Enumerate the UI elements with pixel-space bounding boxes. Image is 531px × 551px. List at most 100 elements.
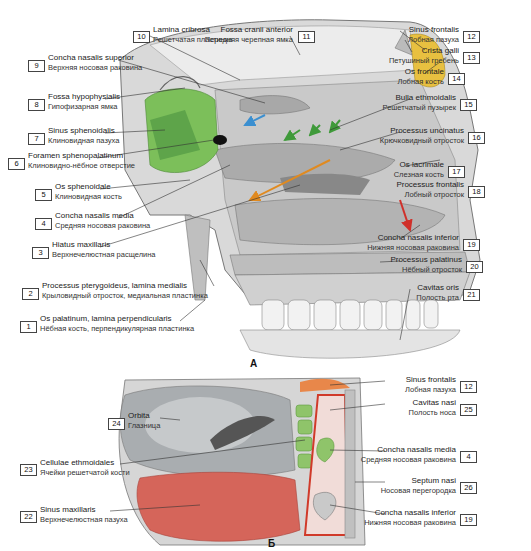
- latin-name: Fossa hypophysialis: [48, 92, 120, 102]
- callout-number: 19: [463, 239, 480, 251]
- leader-line: [118, 165, 230, 218]
- tooth: [364, 300, 382, 330]
- russian-name: Нижняя носовая раковина: [364, 518, 456, 528]
- callout-number: 19: [460, 514, 477, 526]
- russian-name: Лобный отросток: [404, 190, 464, 200]
- red-arrow: [400, 200, 410, 230]
- russian-name: Лобная пазуха: [405, 385, 456, 395]
- russian-name: Верхнечелюстная расщелина: [52, 250, 156, 260]
- latin-name: Processus palatinus: [390, 255, 462, 265]
- russian-name: Верхнечелюстная пазуха: [40, 515, 128, 525]
- latin-name: Concha nasalis media: [55, 211, 134, 221]
- latin-name: Bulla ethmoidalis: [396, 93, 456, 103]
- callout-number: 26: [460, 482, 477, 494]
- callout-number: 17: [448, 166, 465, 178]
- latin-name: Processus uncinatus: [390, 126, 464, 136]
- leader-line: [110, 505, 200, 511]
- green-arrow: [285, 130, 300, 140]
- tooth: [424, 300, 438, 328]
- callout-number: 15: [460, 99, 477, 111]
- airflow-arrows: [245, 115, 410, 230]
- russian-name: Клиновидная кость: [55, 192, 122, 202]
- blue-arrow: [245, 115, 265, 125]
- callout-number: 7: [28, 133, 45, 145]
- latin-name: Sinus frontalis: [409, 25, 459, 35]
- callout-number: 4: [460, 451, 477, 463]
- latin-name: Os lacrimale: [400, 160, 444, 170]
- latin-name: Septum nasi: [412, 476, 456, 486]
- latin-name: Orbita: [128, 411, 150, 421]
- callout-number: 5: [35, 189, 52, 201]
- russian-name: Клиновидная пазуха: [48, 136, 119, 146]
- latin-name: Crista galli: [422, 46, 459, 56]
- leader-line: [200, 260, 214, 286]
- orange-arrow: [250, 160, 330, 200]
- russian-name: Передняя черепная ямка: [205, 35, 293, 45]
- russian-name: Петушиный гребень: [389, 56, 459, 66]
- maxillary-sinus: [137, 472, 300, 541]
- panel-letter: А: [250, 358, 257, 370]
- cranial-fossa: [150, 26, 415, 85]
- callout-number: 13: [463, 52, 480, 64]
- russian-name: Носовая перегородка: [381, 486, 456, 496]
- latin-name: Hiatus maxillaris: [52, 240, 110, 250]
- sphenopalatine-foramen: [213, 135, 227, 145]
- palate: [230, 252, 470, 275]
- russian-name: Полость рта: [416, 293, 459, 303]
- latin-name: Concha nasalis inferior: [378, 233, 459, 243]
- orbit: [120, 386, 295, 477]
- callout-number: 8: [28, 99, 45, 111]
- russian-name: Слезная кость: [394, 170, 444, 180]
- russian-name: Крыловидный отросток, медиальная пластин…: [42, 291, 208, 301]
- callout-number: 1: [20, 321, 37, 333]
- ethmoid-cells: [296, 405, 312, 468]
- tooth: [406, 300, 420, 330]
- callout-number: 9: [28, 60, 45, 72]
- panel-letter: Б: [268, 538, 275, 550]
- frontal-sinus-section: [300, 379, 350, 392]
- russian-name: Ячейки решетчатой кости: [40, 468, 130, 478]
- leader-line: [120, 440, 305, 464]
- leader-line: [330, 450, 385, 451]
- green-arrow: [330, 120, 340, 132]
- latin-name: Os frontale: [405, 67, 444, 77]
- callout-number: 24: [108, 418, 125, 430]
- hypophyseal-fossa: [160, 77, 200, 90]
- latin-name: Sinus frontalis: [406, 375, 456, 385]
- latin-name: Concha nasalis media: [377, 445, 456, 455]
- russian-name: Верхняя носовая раковина: [48, 63, 142, 73]
- nasal-wall: [215, 80, 460, 255]
- callout-number: 11: [298, 31, 315, 43]
- tooth: [262, 300, 284, 330]
- tooth: [386, 300, 402, 330]
- pterygoid-plate: [185, 215, 210, 300]
- leader-line: [180, 300, 205, 321]
- section-bone: [119, 378, 365, 545]
- russian-name: Клиновидно-нёбное отверстие: [28, 161, 135, 171]
- nasal-septum: [345, 390, 355, 538]
- leader-line: [100, 180, 190, 189]
- latin-name: Sinus maxillaris: [40, 505, 96, 515]
- russian-name: Средняя носовая раковина: [55, 221, 150, 231]
- maxillary-hiatus: [280, 174, 370, 195]
- nasal-cavity: [305, 395, 348, 535]
- green-arrow: [310, 125, 320, 135]
- latin-name: Concha nasalis inferior: [375, 508, 456, 518]
- tooth: [288, 300, 310, 330]
- callout-number: 21: [463, 289, 480, 301]
- callout-number: 10: [133, 31, 150, 43]
- callout-number: 23: [20, 464, 37, 476]
- ethmoid-cell: [296, 437, 312, 451]
- inferior-concha-section: [313, 492, 336, 520]
- callout-number: 4: [35, 218, 52, 230]
- russian-name: Средняя носовая раковина: [361, 455, 456, 465]
- leader-line: [330, 381, 385, 385]
- latin-name: Foramen sphenopalatinum: [28, 151, 123, 161]
- oral-cavity: [240, 330, 460, 358]
- russian-name: Глазница: [128, 421, 160, 431]
- callout-number: 6: [8, 158, 25, 170]
- callout-number: 16: [468, 132, 485, 144]
- latin-name: Concha nasalis superior: [48, 53, 134, 63]
- latin-name: Os sphenoidale: [55, 182, 111, 192]
- latin-name: Fossa cranii anterior: [221, 25, 293, 35]
